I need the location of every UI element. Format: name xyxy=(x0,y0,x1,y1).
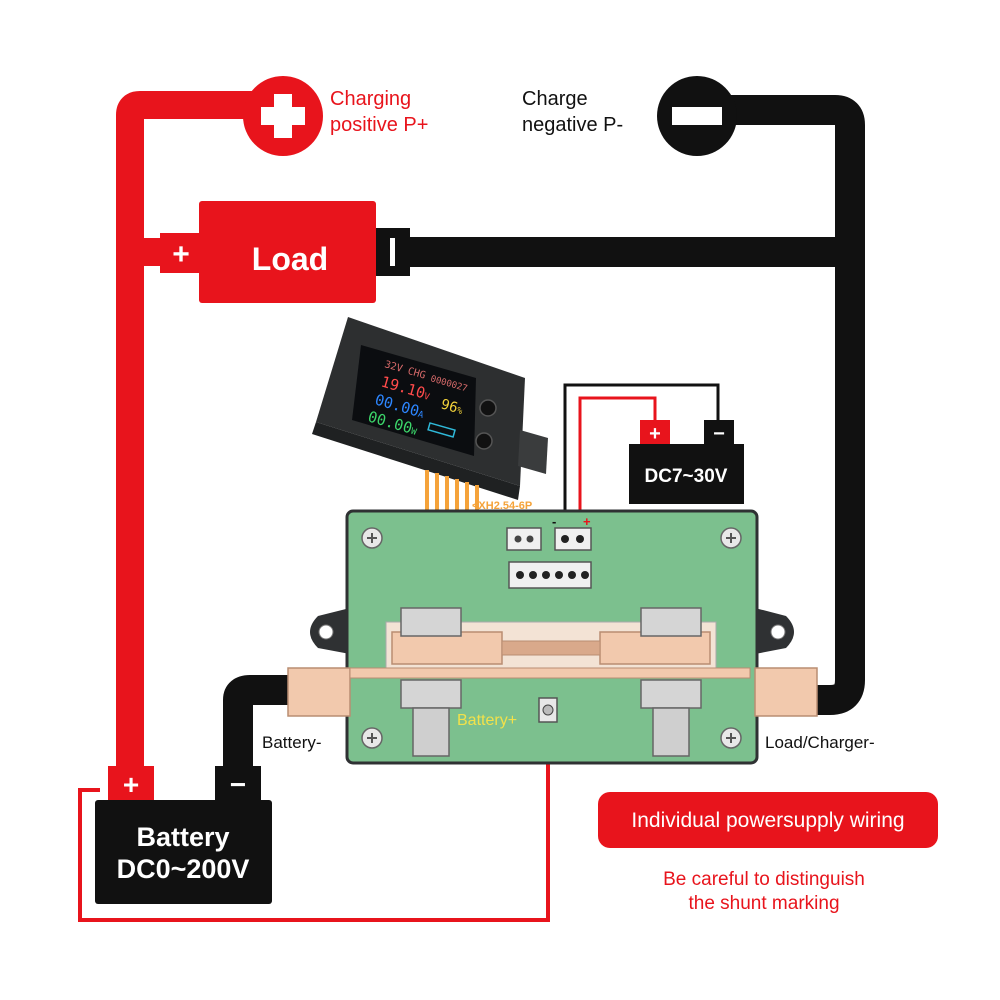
aux-negative-wire xyxy=(563,383,720,535)
note-title-box xyxy=(598,792,938,848)
aux-minus-terminal xyxy=(704,420,734,444)
minus-bar xyxy=(672,107,722,125)
charging-positive-terminal: Charging positive P+ xyxy=(243,76,428,156)
meter-display: 32V CHG 0000027 19.10V 00.00A 00.00W 96% xyxy=(312,317,548,500)
screw-icon xyxy=(361,527,383,549)
board-minus-pin-label: - xyxy=(552,514,556,529)
shunt-board: - + Battery+ xyxy=(287,509,818,765)
note-line-2: the shunt marking xyxy=(688,893,839,914)
left-mount-hole xyxy=(318,624,334,640)
shunt-right-block xyxy=(599,631,711,665)
right-mount-hole xyxy=(770,624,786,640)
battery-negative-wire xyxy=(223,675,300,790)
left-bolt-nut-top xyxy=(400,607,462,637)
shunt-left-block xyxy=(391,631,503,665)
right-bolt-nut-top xyxy=(640,607,702,637)
charge-negative-terminal: Charge negative P- xyxy=(522,76,737,156)
charging-positive-label-2: positive P+ xyxy=(330,114,428,136)
right-copper-lug xyxy=(754,667,818,717)
battery-plus-terminal xyxy=(108,766,154,800)
note-line-1: Be careful to distinguish xyxy=(663,869,865,890)
battery-label: Battery xyxy=(136,822,229,852)
connector-label: <XH2.54-6P xyxy=(472,500,532,512)
note-title: Individual powersupply wiring xyxy=(631,809,904,832)
battery-minus-sign: − xyxy=(230,769,246,800)
shunt-resistor xyxy=(501,640,601,656)
battery-plus-sign: + xyxy=(123,769,139,800)
load-minus-mark xyxy=(390,238,395,266)
two-pin-connector xyxy=(506,527,542,551)
battery-plus-board-label: Battery+ xyxy=(457,712,517,729)
left-copper-lug xyxy=(287,667,351,717)
load-block: + Load xyxy=(160,201,410,303)
power-connector xyxy=(554,527,592,551)
battery-voltage-range: DC0~200V xyxy=(117,854,250,884)
aux-supply: + − DC7~30V xyxy=(629,420,744,504)
meter-screen xyxy=(352,345,476,456)
charge-negative-label-1: Charge xyxy=(522,88,588,110)
right-bolt-nut-bottom xyxy=(640,679,702,709)
aux-plus-sign: + xyxy=(649,423,661,445)
left-bolt-shaft xyxy=(412,707,450,757)
wiring-note: Individual powersupply wiring Be careful… xyxy=(598,792,938,914)
meter-percent: 96% xyxy=(439,396,465,418)
aux-supply-body xyxy=(629,444,744,504)
plus-horizontal-bar xyxy=(261,107,305,125)
aux-minus-sign: − xyxy=(713,423,725,445)
load-plus-tab xyxy=(160,233,202,273)
left-bolt-nut-bottom xyxy=(400,679,462,709)
load-plus-sign: + xyxy=(172,238,190,271)
screw-icon xyxy=(720,527,742,549)
right-bolt-shaft xyxy=(652,707,690,757)
aux-supply-label: DC7~30V xyxy=(645,466,728,487)
meter-battery-gauge xyxy=(427,422,456,438)
battery-body xyxy=(95,800,272,904)
meter-clip xyxy=(518,430,548,474)
negative-wire xyxy=(720,95,865,715)
copper-bar xyxy=(349,667,751,679)
aux-positive-wire xyxy=(578,396,657,535)
meter-button-top xyxy=(479,399,497,417)
sense-wire xyxy=(78,712,550,922)
battery-minus-terminal xyxy=(215,766,261,800)
aux-plus-terminal xyxy=(640,420,670,444)
load-box xyxy=(199,201,376,303)
charging-positive-label-1: Charging xyxy=(330,88,411,110)
meter-bezel-bottom xyxy=(312,422,520,500)
charge-negative-label-2: negative P- xyxy=(522,114,623,136)
load-charger-minus-label: Load/Charger- xyxy=(765,733,875,752)
screw-icon xyxy=(361,727,383,749)
positive-wire xyxy=(116,91,260,790)
screw-icon xyxy=(720,727,742,749)
load-label: Load xyxy=(252,241,328,277)
board-plus-pin-label: + xyxy=(583,514,591,529)
meter-button-bottom xyxy=(475,432,493,450)
main-battery: + − Battery DC0~200V xyxy=(95,766,272,904)
battery-minus-label: Battery- xyxy=(262,733,322,752)
